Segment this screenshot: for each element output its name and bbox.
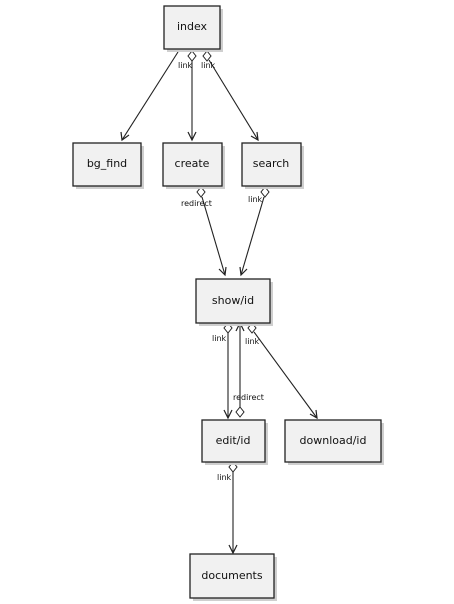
edge-search-show: link xyxy=(239,186,270,277)
node-label-edit: edit/id xyxy=(216,434,251,447)
node-label-create: create xyxy=(175,157,210,170)
edge-label-show-download: link xyxy=(245,337,260,346)
edge-label-show-edit: link xyxy=(212,334,227,343)
edge-label-create-show: redirect xyxy=(181,199,212,208)
edge-label-index-create: link xyxy=(178,61,193,70)
node-search: search xyxy=(241,142,304,189)
edge-label-edit-show: redirect xyxy=(233,393,264,402)
node-label-show: show/id xyxy=(212,294,254,307)
node-download: download/id xyxy=(284,419,384,465)
node-label-index: index xyxy=(177,20,208,33)
node-create: create xyxy=(162,142,225,189)
edge-create-show: redirect xyxy=(181,186,227,277)
edge-label-edit-documents: link xyxy=(217,473,232,482)
node-edit: edit/id xyxy=(201,419,268,465)
node-documents: documents xyxy=(189,553,277,601)
node-label-search: search xyxy=(253,157,290,170)
edge-show-edit: link xyxy=(212,322,233,420)
node-show: show/id xyxy=(195,278,273,326)
edge-label-search-show: link xyxy=(248,195,263,204)
edge-index-create: link xyxy=(178,50,197,142)
node-label-bg-find: bg_find xyxy=(87,157,127,170)
edge-label-index-search: link xyxy=(201,61,216,70)
edge-show-download: link xyxy=(245,322,318,420)
node-label-download: download/id xyxy=(300,434,367,447)
node-index: index xyxy=(163,5,223,52)
edge-edit-documents: link xyxy=(217,461,238,555)
edge-index-search: link xyxy=(201,50,259,142)
node-bg-find: bg_find xyxy=(72,142,144,189)
node-label-documents: documents xyxy=(201,569,262,582)
edge-index-bg-find xyxy=(120,51,179,142)
